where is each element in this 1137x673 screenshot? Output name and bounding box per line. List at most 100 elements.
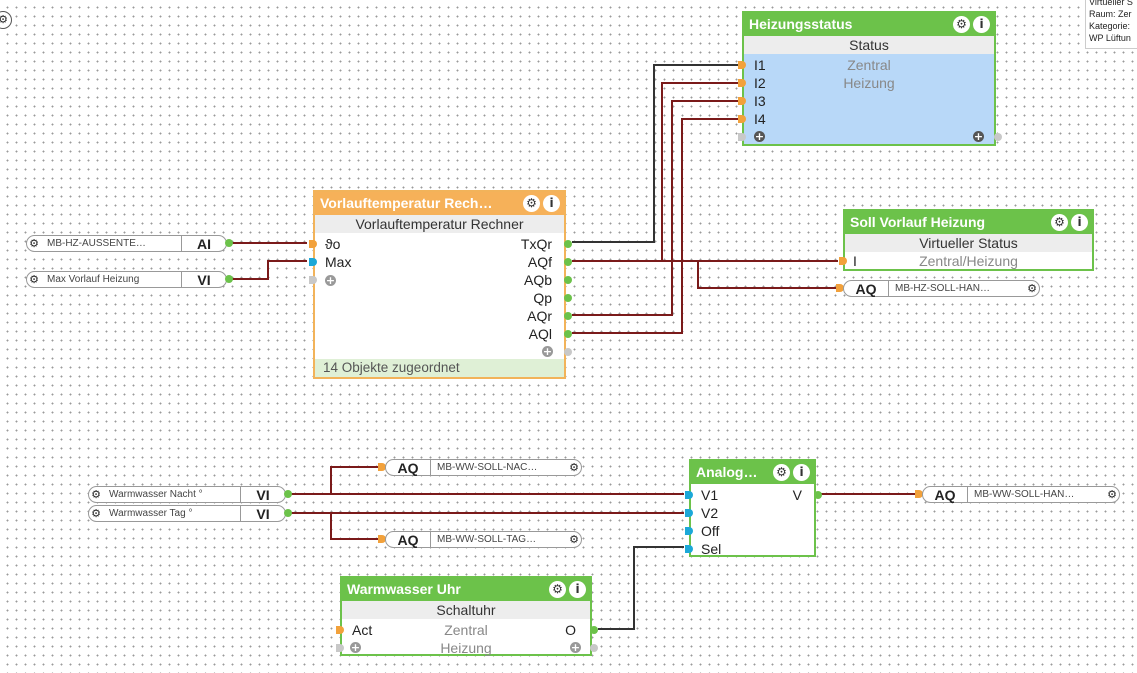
input-port-v1[interactable] xyxy=(685,491,693,499)
gear-icon[interactable]: ⚙ xyxy=(569,533,579,546)
block-analog[interactable]: Analog… ⚙i V1 V2 Off Sel V xyxy=(685,459,822,557)
add-input-icon[interactable]: + xyxy=(350,641,361,654)
connector-name: MB-WW-SOLL-HAN… xyxy=(974,489,1075,500)
wire-txqr-i1 xyxy=(572,64,738,243)
connector-input-port[interactable] xyxy=(378,535,386,543)
block-soll-vorlauf-heizung[interactable]: Soll Vorlauf Heizung ⚙i Virtueller Statu… xyxy=(839,209,1094,271)
output-port-txqr[interactable] xyxy=(564,240,572,248)
input-port-off[interactable] xyxy=(685,527,693,535)
gear-icon[interactable]: ⚙ xyxy=(953,16,970,33)
connector-input-port[interactable] xyxy=(378,463,386,471)
info-icon[interactable]: i xyxy=(543,195,560,212)
connector-output-port[interactable] xyxy=(284,509,292,517)
add-input-icon[interactable]: + xyxy=(754,130,765,143)
input-port-i1[interactable] xyxy=(738,61,746,69)
output-port-aqr[interactable] xyxy=(564,312,572,320)
output-port-o[interactable] xyxy=(590,626,598,634)
output-label-aql: AQl xyxy=(528,326,552,342)
connector-ww-nacht[interactable]: ⚙ Warmwasser Nacht ° VI xyxy=(88,486,286,503)
block-header[interactable]: Analog… ⚙i xyxy=(691,461,814,484)
connector-max-vorlauf[interactable]: ⚙ Max Vorlauf Heizung VI xyxy=(26,271,227,288)
input-label-max: Max xyxy=(325,254,352,270)
input-port-v2[interactable] xyxy=(685,509,693,517)
connector-name: Warmwasser Tag ° xyxy=(109,508,193,519)
output-label-txqr: TxQr xyxy=(520,236,552,252)
input-label-i: I xyxy=(853,253,857,269)
connector-aussentemp[interactable]: ⚙ MB-HZ-AUSSENTE… AI xyxy=(26,235,227,252)
output-port-v[interactable] xyxy=(814,491,822,499)
output-port-aqb[interactable] xyxy=(564,276,572,284)
connector-name: Warmwasser Nacht ° xyxy=(109,489,203,500)
info-icon[interactable]: i xyxy=(569,581,586,598)
block-header[interactable]: Soll Vorlauf Heizung ⚙i xyxy=(845,211,1092,234)
output-port-aqf[interactable] xyxy=(564,258,572,266)
input-port-i4[interactable] xyxy=(738,115,746,123)
gear-icon[interactable]: ⚙ xyxy=(91,507,101,520)
connector-output-port[interactable] xyxy=(225,275,233,283)
block-header[interactable]: Heizungsstatus ⚙i xyxy=(744,13,994,36)
input-port-max[interactable] xyxy=(309,258,317,266)
gear-icon[interactable]: ⚙ xyxy=(1051,214,1068,231)
output-port-add[interactable] xyxy=(590,644,598,652)
connector-ww-soll-han[interactable]: AQ MB-WW-SOLL-HAN… ⚙ xyxy=(922,486,1120,503)
output-port-qp[interactable] xyxy=(564,294,572,302)
block-title: Heizungsstatus xyxy=(749,16,853,32)
input-port-act[interactable] xyxy=(336,626,344,634)
gear-icon[interactable]: ⚙ xyxy=(1107,488,1117,501)
output-port-add[interactable] xyxy=(994,133,1002,141)
info-icon[interactable]: i xyxy=(1071,214,1088,231)
connector-ww-soll-tag[interactable]: AQ MB-WW-SOLL-TAG… ⚙ xyxy=(385,531,582,548)
settings-corner-icon[interactable]: ⚙ xyxy=(0,11,12,29)
gear-icon[interactable]: ⚙ xyxy=(29,273,39,286)
block-title: Soll Vorlauf Heizung xyxy=(850,214,986,230)
input-port-i[interactable] xyxy=(839,257,847,265)
wire-aqr-i3 xyxy=(572,100,738,316)
block-header[interactable]: Warmwasser Uhr ⚙i xyxy=(342,578,590,601)
input-port-add[interactable] xyxy=(309,276,317,284)
connector-soll-han[interactable]: AQ MB-HZ-SOLL-HAN… ⚙ xyxy=(843,280,1040,297)
input-port-i2[interactable] xyxy=(738,79,746,87)
connector-input-port[interactable] xyxy=(915,490,923,498)
connector-input-port[interactable] xyxy=(836,284,844,292)
connector-ww-soll-nacht[interactable]: AQ MB-WW-SOLL-NAC… ⚙ xyxy=(385,459,582,476)
block-heizungsstatus[interactable]: Heizungsstatus ⚙i Status I1 I2 I3 I4 Zen… xyxy=(738,11,1002,146)
add-output-icon[interactable]: + xyxy=(973,130,984,143)
input-port-i3[interactable] xyxy=(738,97,746,105)
status-value: Zentral xyxy=(444,622,488,638)
gear-icon[interactable]: ⚙ xyxy=(523,195,540,212)
info-icon[interactable]: i xyxy=(793,464,810,481)
block-header[interactable]: Vorlauftemperatur Rech… ⚙i xyxy=(315,192,564,215)
connector-ww-tag[interactable]: ⚙ Warmwasser Tag ° VI xyxy=(88,505,286,522)
info-line: Virtueller S xyxy=(1089,0,1133,7)
input-label-sel: Sel xyxy=(701,541,722,557)
connector-output-port[interactable] xyxy=(284,490,292,498)
input-port-theta[interactable] xyxy=(309,240,317,248)
block-vorlauftemperatur-rechner[interactable]: Vorlauftemperatur Rech… ⚙i Vorlauftemper… xyxy=(309,190,572,379)
output-label-o: O xyxy=(565,622,576,638)
block-title: Warmwasser Uhr xyxy=(347,581,461,597)
output-port-aql[interactable] xyxy=(564,330,572,338)
gear-icon[interactable]: ⚙ xyxy=(1027,282,1037,295)
connector-output-port[interactable] xyxy=(225,239,233,247)
connector-name: Max Vorlauf Heizung xyxy=(47,274,140,285)
input-port-add[interactable] xyxy=(738,133,746,141)
gear-icon[interactable]: ⚙ xyxy=(569,461,579,474)
block-title: Analog… xyxy=(696,464,758,480)
connector-type: AI xyxy=(181,235,226,252)
gear-icon[interactable]: ⚙ xyxy=(29,237,39,250)
status-area xyxy=(744,54,994,144)
input-port-sel[interactable] xyxy=(685,545,693,553)
block-warmwasser-uhr[interactable]: Warmwasser Uhr ⚙i Schaltuhr Act Zentral … xyxy=(336,576,598,656)
wire-nacht-soll xyxy=(330,466,379,494)
add-input-icon[interactable]: + xyxy=(325,274,336,287)
input-port-add[interactable] xyxy=(336,644,344,652)
gear-icon[interactable]: ⚙ xyxy=(549,581,566,598)
output-port-add[interactable] xyxy=(564,348,572,356)
add-output-icon[interactable]: + xyxy=(570,641,581,654)
info-icon[interactable]: i xyxy=(973,16,990,33)
gear-icon[interactable]: ⚙ xyxy=(91,488,101,501)
output-label-aqf: AQf xyxy=(527,254,552,270)
connector-name: MB-WW-SOLL-TAG… xyxy=(437,534,537,545)
gear-icon[interactable]: ⚙ xyxy=(773,464,790,481)
add-output-icon[interactable]: + xyxy=(542,345,553,358)
